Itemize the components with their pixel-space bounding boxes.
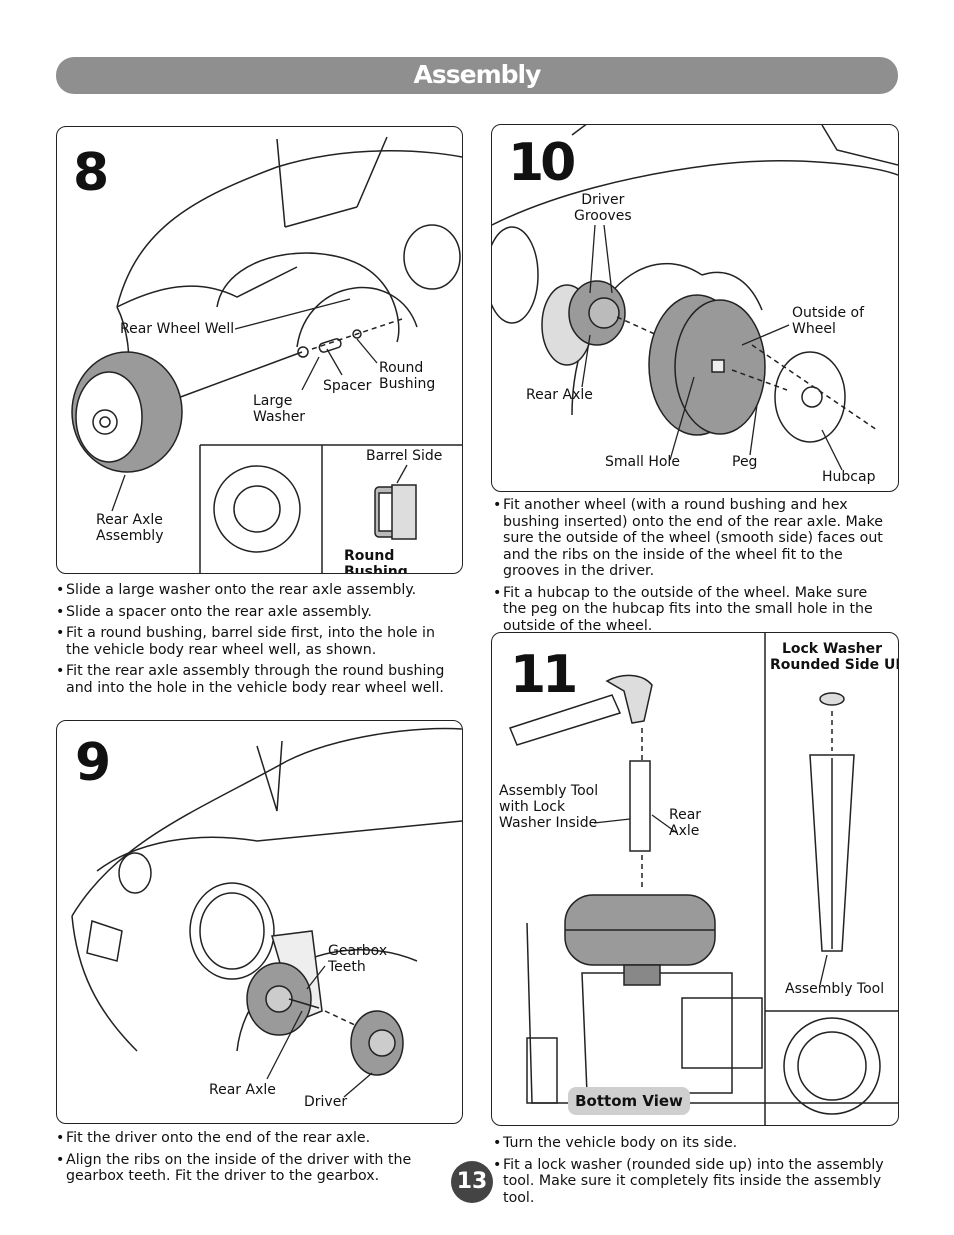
label-assembly-tool-with-washer: Assembly Tool with Lock Washer Inside [499, 783, 599, 831]
step-10-instructions: Fit another wheel (with a round bushing … [493, 497, 893, 639]
instruction: Fit a lock washer (rounded side up) into… [493, 1157, 893, 1207]
step-11-illustration [508, 633, 898, 1125]
section-title: Assembly [413, 60, 542, 89]
label-hubcap: Hubcap [822, 469, 876, 485]
page-number: 13 [451, 1161, 493, 1203]
label-gearbox-teeth: Gearbox Teeth [328, 943, 388, 975]
instruction: Slide a large washer onto the rear axle … [56, 582, 456, 599]
step-number: 9 [75, 733, 111, 793]
label-lock-washer: Lock Washer Rounded Side UP [770, 641, 898, 673]
label-outside-of-wheel: Outside of Wheel [792, 305, 865, 337]
label-driver-grooves: Driver Grooves [574, 192, 632, 224]
step-8-panel: 8 Rear Wheel Well Round Bushing Spacer L… [56, 126, 463, 574]
label-rear-axle-assembly: Rear Axle Assembly [96, 512, 164, 544]
step-9-instructions: Fit the driver onto the end of the rear … [56, 1130, 451, 1190]
label-assembly-tool: Assembly Tool [785, 981, 885, 997]
step-10-illustration [492, 125, 898, 471]
label-rear-wheel-well: Rear Wheel Well [120, 321, 235, 337]
step-9-illustration [71, 727, 462, 1098]
instruction: Turn the vehicle body on its side. [493, 1135, 893, 1152]
label-barrel-side: Barrel Side [366, 448, 443, 464]
label-round-bushing: Round Bushing [379, 360, 436, 392]
step-8-instructions: Slide a large washer onto the rear axle … [56, 582, 456, 701]
step-10-panel: 10 Driver Grooves Outside of Wheel Rear … [491, 124, 899, 492]
label-rear-axle: Rear Axle [669, 807, 702, 839]
instruction: Fit another wheel (with a round bushing … [493, 497, 893, 580]
label-small-hole: Small Hole [605, 454, 680, 470]
label-rear-axle: Rear Axle [209, 1082, 276, 1098]
label-driver: Driver [304, 1094, 348, 1110]
bottom-view-label: Bottom View [568, 1087, 690, 1115]
instruction: Fit a round bushing, barrel side first, … [56, 625, 456, 658]
instruction: Fit the driver onto the end of the rear … [56, 1130, 451, 1147]
label-rear-axle: Rear Axle [526, 387, 593, 403]
step-number: 10 [508, 133, 576, 193]
label-spacer: Spacer [323, 378, 372, 394]
step-11-panel: 11 Lock Washer Rounded Side UP Assembly … [491, 632, 899, 1126]
instruction: Fit the rear axle assembly through the r… [56, 663, 456, 696]
label-round-bushing-caption: Round Bushing [344, 548, 408, 574]
section-banner: Assembly [56, 57, 898, 94]
instruction: Fit a hubcap to the outside of the wheel… [493, 585, 893, 635]
step-number: 11 [510, 645, 578, 705]
step-number: 8 [73, 143, 109, 203]
label-peg: Peg [732, 454, 758, 470]
label-large-washer: Large Washer [253, 393, 306, 425]
step-11-instructions: Turn the vehicle body on its side. Fit a… [493, 1135, 893, 1211]
instruction: Align the ribs on the inside of the driv… [56, 1152, 451, 1185]
step-9-panel: 9 Gearbox Teeth Rear Axle Driver [56, 720, 463, 1124]
step-8-illustration [71, 136, 462, 573]
instruction: Slide a spacer onto the rear axle assemb… [56, 604, 456, 621]
